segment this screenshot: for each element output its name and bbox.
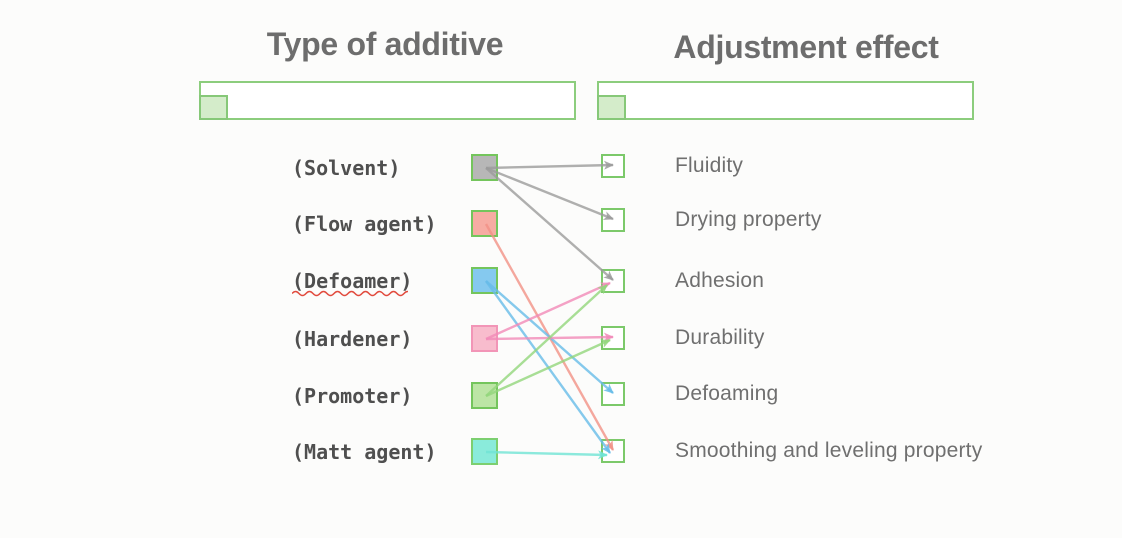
additive-label: (Solvent) <box>292 156 401 180</box>
left-column-title: Type of additive <box>266 26 504 62</box>
additive-color-box <box>471 438 498 465</box>
connection-arrow <box>485 167 614 281</box>
connection-arrow <box>485 281 611 341</box>
additive-label: (Matt agent) <box>292 440 437 464</box>
effect-box <box>601 382 625 406</box>
additive-color-box <box>471 267 498 294</box>
additive-color-box <box>471 325 498 352</box>
connection-arrow <box>485 166 614 221</box>
left-header-bar-square <box>199 95 228 120</box>
effect-label: Durability <box>675 326 765 349</box>
right-header-bar <box>597 81 974 120</box>
connection-arrow <box>485 450 608 460</box>
connection-arrow <box>485 338 611 398</box>
connection-arrow <box>485 332 614 342</box>
effect-label: Defoaming <box>675 382 779 405</box>
effect-label: Drying property <box>675 208 822 231</box>
effect-box <box>601 154 625 178</box>
effect-label: Fluidity <box>675 154 744 177</box>
additive-label: (Promoter) <box>292 384 413 408</box>
connection-arrow <box>485 280 611 454</box>
additive-color-box <box>471 382 498 409</box>
effect-label: Adhesion <box>675 269 765 292</box>
additive-label: (Flow agent) <box>292 212 437 236</box>
right-column-title: Adjustment effect <box>673 29 939 65</box>
additive-color-box <box>471 210 498 237</box>
connection-arrow <box>485 280 614 394</box>
connection-arrow <box>485 160 614 170</box>
effect-box <box>601 269 625 293</box>
spellcheck-underline <box>292 290 408 297</box>
left-header-bar <box>199 81 576 120</box>
additive-label: (Hardener) <box>292 327 413 351</box>
connection-arrow <box>484 223 615 451</box>
effect-box <box>601 326 625 350</box>
effect-box <box>601 439 625 463</box>
effect-box <box>601 208 625 232</box>
right-header-bar-square <box>597 95 626 120</box>
effect-label: Smoothing and leveling property <box>675 439 983 462</box>
additive-color-box <box>471 154 498 181</box>
additive-label: (Defoamer) <box>292 269 413 293</box>
connection-arrow <box>485 284 608 397</box>
